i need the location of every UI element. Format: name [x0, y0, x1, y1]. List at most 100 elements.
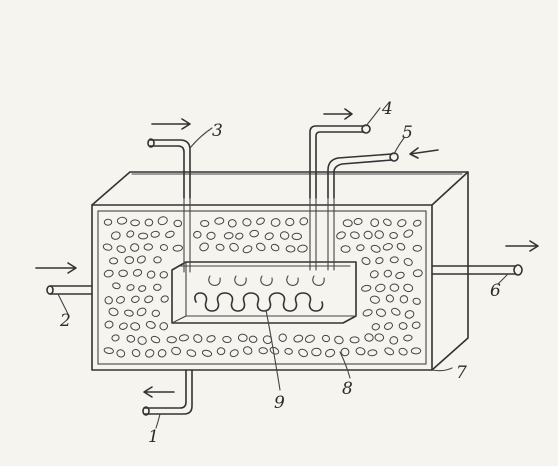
granule [227, 219, 237, 228]
granule [116, 216, 128, 225]
granule [130, 322, 141, 331]
granule [136, 307, 147, 317]
heating-coil [194, 275, 325, 312]
granule [103, 218, 113, 226]
granule [285, 217, 295, 227]
granule [270, 243, 280, 252]
label-7: 7 [456, 363, 467, 383]
granule [325, 348, 336, 358]
pipe-3 [147, 138, 191, 273]
granule [340, 347, 350, 357]
granule [110, 231, 121, 240]
granule [131, 348, 141, 358]
label-1: 1 [148, 427, 159, 447]
granule [216, 347, 226, 356]
granule [119, 322, 128, 330]
granule [214, 217, 225, 225]
flow-arrows [35, 108, 539, 398]
granule [375, 283, 386, 293]
granule [206, 335, 216, 343]
granule [150, 230, 160, 238]
granule [130, 219, 141, 227]
box-outline [91, 171, 469, 371]
granule [412, 269, 423, 278]
granule [200, 219, 210, 228]
granule [403, 258, 413, 266]
granule [108, 307, 119, 317]
granule [374, 230, 384, 239]
granular-filler [102, 216, 423, 358]
granule [284, 348, 293, 355]
granule [270, 218, 281, 227]
granule [136, 255, 146, 264]
pipe-4 [309, 124, 371, 271]
leader-lines [57, 107, 509, 429]
granule [256, 217, 265, 225]
granule [285, 245, 296, 253]
granule [374, 333, 385, 342]
granule [370, 218, 380, 228]
granule [145, 349, 155, 358]
granule [242, 218, 252, 227]
granule [193, 334, 203, 343]
granule [396, 242, 406, 251]
granule [138, 232, 149, 240]
granule [137, 336, 147, 345]
pipe-6 [431, 264, 523, 276]
granule [404, 310, 415, 319]
granule [397, 219, 407, 228]
granule [111, 334, 120, 342]
granule [370, 244, 381, 253]
granule [144, 295, 154, 304]
granule [410, 347, 422, 355]
granule [385, 294, 395, 303]
granule [116, 296, 125, 304]
granule [363, 230, 373, 240]
granule [193, 230, 202, 239]
granule [172, 244, 183, 252]
granule [412, 219, 422, 227]
granule [146, 270, 156, 279]
granule [124, 309, 134, 317]
granule [132, 269, 143, 277]
granule [362, 309, 373, 317]
granule [229, 242, 239, 252]
granule [371, 323, 380, 331]
granule [403, 229, 414, 238]
granule [223, 232, 234, 240]
granule [143, 243, 153, 251]
granule [361, 256, 371, 266]
granule [298, 348, 308, 358]
granule [336, 231, 346, 240]
granule [186, 349, 197, 357]
granule [375, 308, 387, 317]
granule [103, 269, 114, 278]
granule [126, 230, 135, 238]
granule [391, 307, 401, 316]
arrow-6-out [505, 240, 539, 252]
granule [206, 231, 216, 240]
granule [126, 334, 136, 343]
granule [173, 219, 183, 228]
granule [153, 283, 162, 291]
arrow-3-in [151, 118, 191, 130]
granule [258, 347, 268, 355]
granule [399, 295, 409, 304]
label-2: 2 [59, 311, 71, 331]
granule [383, 218, 392, 227]
granule [279, 231, 290, 240]
granule [130, 243, 140, 252]
granule [157, 349, 167, 358]
granule [412, 244, 422, 252]
granule [248, 335, 258, 343]
granule [116, 349, 126, 358]
label-8: 8 [342, 379, 353, 399]
granule [116, 245, 126, 254]
granule [264, 232, 274, 241]
granule [355, 347, 366, 356]
granule [159, 244, 169, 251]
granule [389, 283, 400, 292]
granule [278, 333, 287, 342]
granule [321, 334, 331, 343]
